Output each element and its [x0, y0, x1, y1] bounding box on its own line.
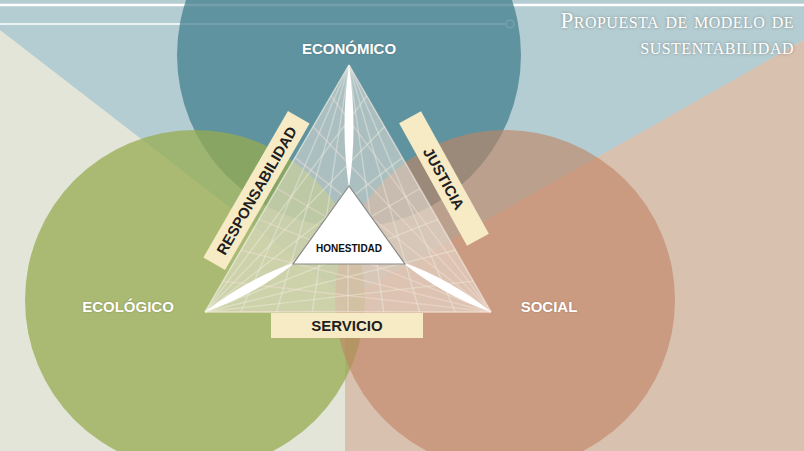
dimension-label: ECOLÓGICO [82, 298, 174, 315]
dimension-label: ECONÓMICO [302, 40, 396, 57]
circle-shape [25, 130, 365, 451]
circle-fill [25, 130, 365, 451]
center-triangle: HONESTIDAD [292, 185, 406, 265]
triangle-fill [293, 186, 405, 264]
core-value: HONESTIDAD [292, 243, 406, 254]
circle-shape [335, 130, 675, 451]
circle-fill [335, 130, 675, 451]
dimension-circle: ECOLÓGICO [25, 130, 365, 451]
dimension-circle: SOCIAL [335, 130, 675, 451]
value-band: SERVICIO [271, 313, 423, 338]
dimension-label: SOCIAL [521, 298, 578, 315]
title: Propuesta de modelo de sustentabilidad [530, 8, 794, 61]
value-label: SERVICIO [311, 317, 382, 334]
